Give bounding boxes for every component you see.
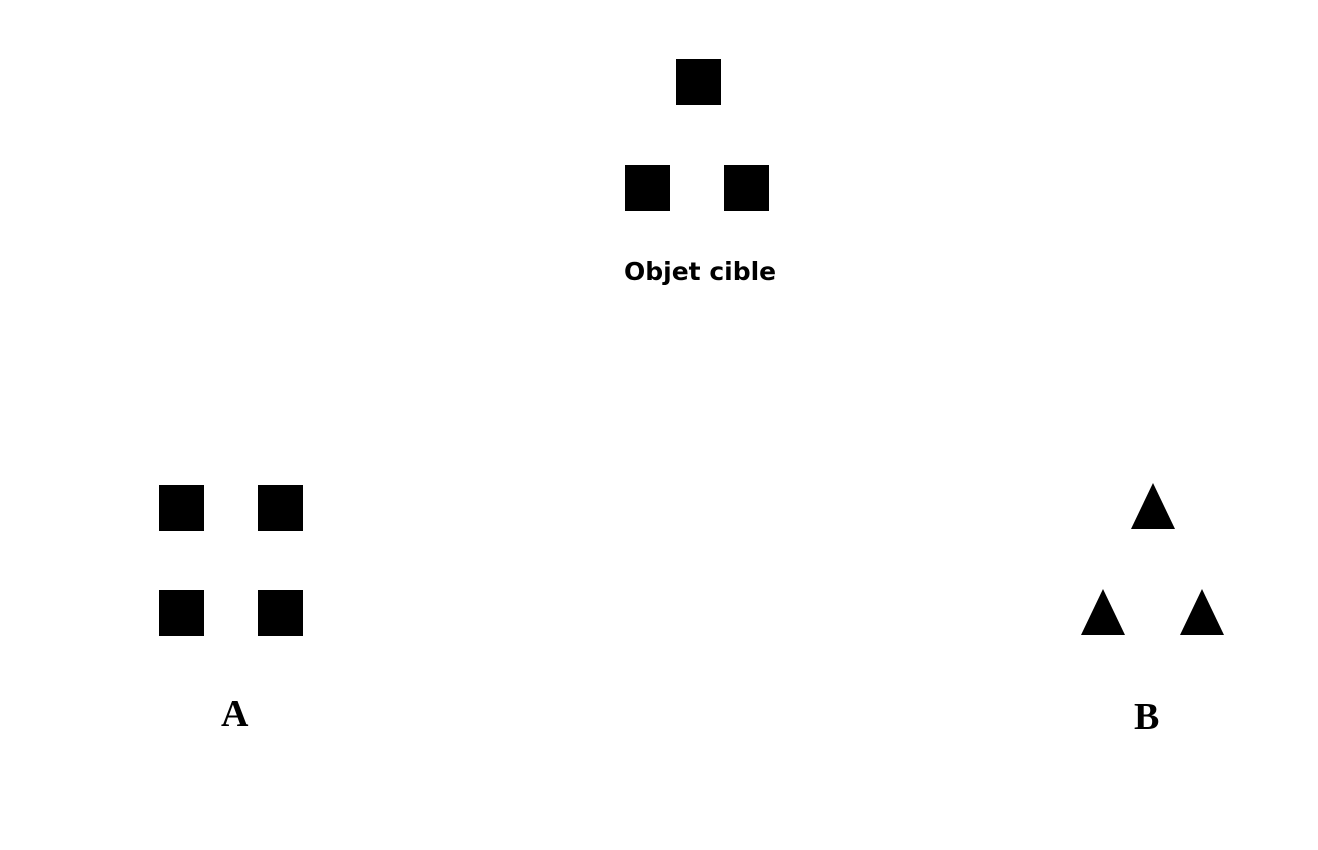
option-a-square-top-left — [159, 485, 204, 531]
option-b-label: B — [1134, 696, 1160, 738]
target-square-bottom-left — [625, 165, 670, 211]
target-label: Objet cible — [624, 257, 777, 286]
option-b-triangle-bottom-right — [1180, 589, 1224, 635]
option-a-square-bottom-right — [258, 590, 303, 636]
option-a-square-bottom-left — [159, 590, 204, 636]
option-b-triangle-top — [1131, 483, 1175, 529]
option-a-label: A — [221, 693, 249, 735]
target-square-bottom-right — [724, 165, 769, 211]
option-a-square-top-right — [258, 485, 303, 531]
option-b-triangle-bottom-left — [1081, 589, 1125, 635]
target-square-top — [676, 59, 721, 105]
